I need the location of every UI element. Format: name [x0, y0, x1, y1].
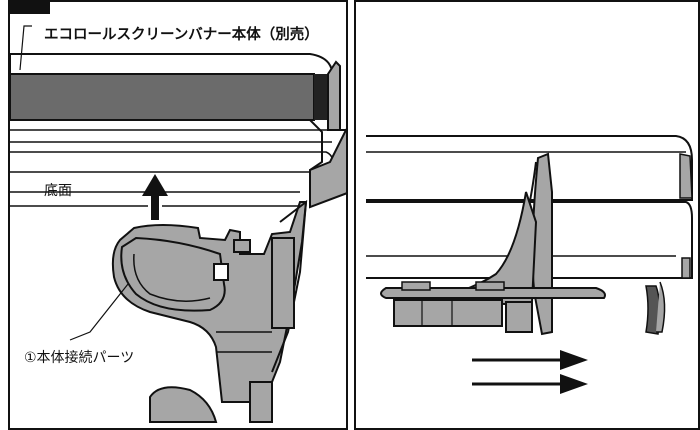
- corner-tab: [10, 2, 50, 14]
- right-panel: [354, 0, 700, 430]
- left-illustration: [10, 25, 346, 423]
- right-illustration: [366, 135, 693, 394]
- up-arrow-icon: [142, 174, 168, 234]
- bottom-face-label: 底面: [44, 183, 72, 199]
- right-double-arrow-icon: [472, 350, 588, 394]
- connector-part-label: ①本体接続パーツ: [24, 350, 135, 366]
- banner-body-label: エコロールスクリーンバナー本体（別売）: [44, 27, 319, 43]
- left-panel: エコロールスクリーンバナー本体（別売） 底面 ①本体接続パーツ: [8, 0, 348, 430]
